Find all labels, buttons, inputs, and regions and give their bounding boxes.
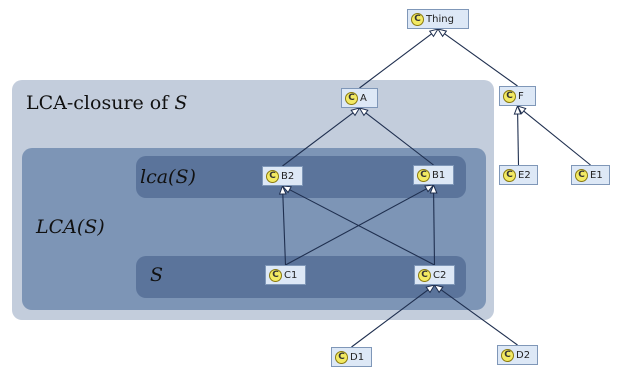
arrowhead-b2-a: [350, 107, 361, 117]
node-d1[interactable]: C D1: [331, 347, 372, 367]
edge-d2-c2: [440, 289, 518, 346]
lca-closure-label: LCA-closure of S: [26, 92, 187, 114]
edge-f-thing: [444, 33, 518, 87]
class-icon: C: [501, 348, 514, 362]
arrowhead-f-thing: [436, 28, 448, 38]
arrowhead-e1-f: [516, 105, 527, 115]
arrowhead-c1-b1: [424, 184, 435, 193]
edge-c1-b1: [285, 188, 427, 266]
lca-closure-prefix: LCA-closure of: [26, 92, 175, 114]
node-d2[interactable]: C D2: [497, 345, 538, 365]
edge-c2-b1: [433, 192, 436, 266]
node-label: C1: [284, 269, 298, 281]
edge-a-thing: [359, 33, 432, 89]
lca-band-label: lca(S): [140, 166, 196, 188]
node-c1[interactable]: C C1: [265, 265, 306, 285]
node-label: D1: [350, 351, 365, 363]
node-label: B2: [281, 170, 295, 182]
class-icon: C: [266, 169, 279, 183]
class-icon: C: [418, 268, 431, 282]
edge-c2-b2: [289, 189, 435, 266]
class-icon: C: [269, 268, 282, 282]
node-label: C2: [433, 269, 447, 281]
node-label: B1: [432, 169, 446, 181]
class-icon: C: [417, 168, 430, 182]
node-b1[interactable]: C B1: [413, 165, 454, 185]
class-icon: C: [503, 168, 516, 182]
lca-closure-var: S: [174, 92, 188, 114]
node-label: E1: [590, 169, 603, 181]
node-a[interactable]: C A: [341, 88, 378, 108]
edge-b1-a: [365, 112, 434, 166]
node-b2[interactable]: C B2: [262, 166, 303, 186]
edge-e2-f: [517, 113, 520, 166]
edge-b2-a: [282, 112, 354, 167]
class-icon: C: [575, 168, 588, 182]
arrowhead-b1-a: [358, 107, 369, 117]
arrowhead-a-thing: [428, 28, 440, 38]
arrowhead-c2-b2: [281, 185, 292, 194]
edge-d1-c2: [351, 289, 429, 348]
node-e1[interactable]: C E1: [571, 165, 610, 185]
node-label: E2: [518, 169, 531, 181]
arrowhead-c1-b2: [278, 184, 287, 195]
edge-c1-b2: [282, 193, 287, 266]
lca-set-label: LCA(S): [36, 216, 105, 238]
class-icon: C: [503, 89, 516, 103]
node-label: Thing: [426, 13, 454, 25]
node-f[interactable]: C F: [499, 86, 536, 106]
arrowhead-d2-c2: [433, 284, 444, 294]
node-label: D2: [516, 349, 531, 361]
node-c2[interactable]: C C2: [414, 265, 455, 285]
node-e2[interactable]: C E2: [499, 165, 538, 185]
node-label: A: [360, 92, 367, 104]
node-label: F: [518, 90, 524, 102]
class-icon: C: [335, 350, 348, 364]
class-icon: C: [411, 12, 424, 26]
arrowhead-c2-b1: [429, 183, 438, 194]
node-thing[interactable]: C Thing: [407, 9, 469, 29]
class-icon: C: [345, 91, 358, 105]
arrowhead-d1-c2: [425, 284, 436, 294]
s-band-label: S: [150, 264, 164, 286]
edge-e1-f: [523, 110, 591, 166]
